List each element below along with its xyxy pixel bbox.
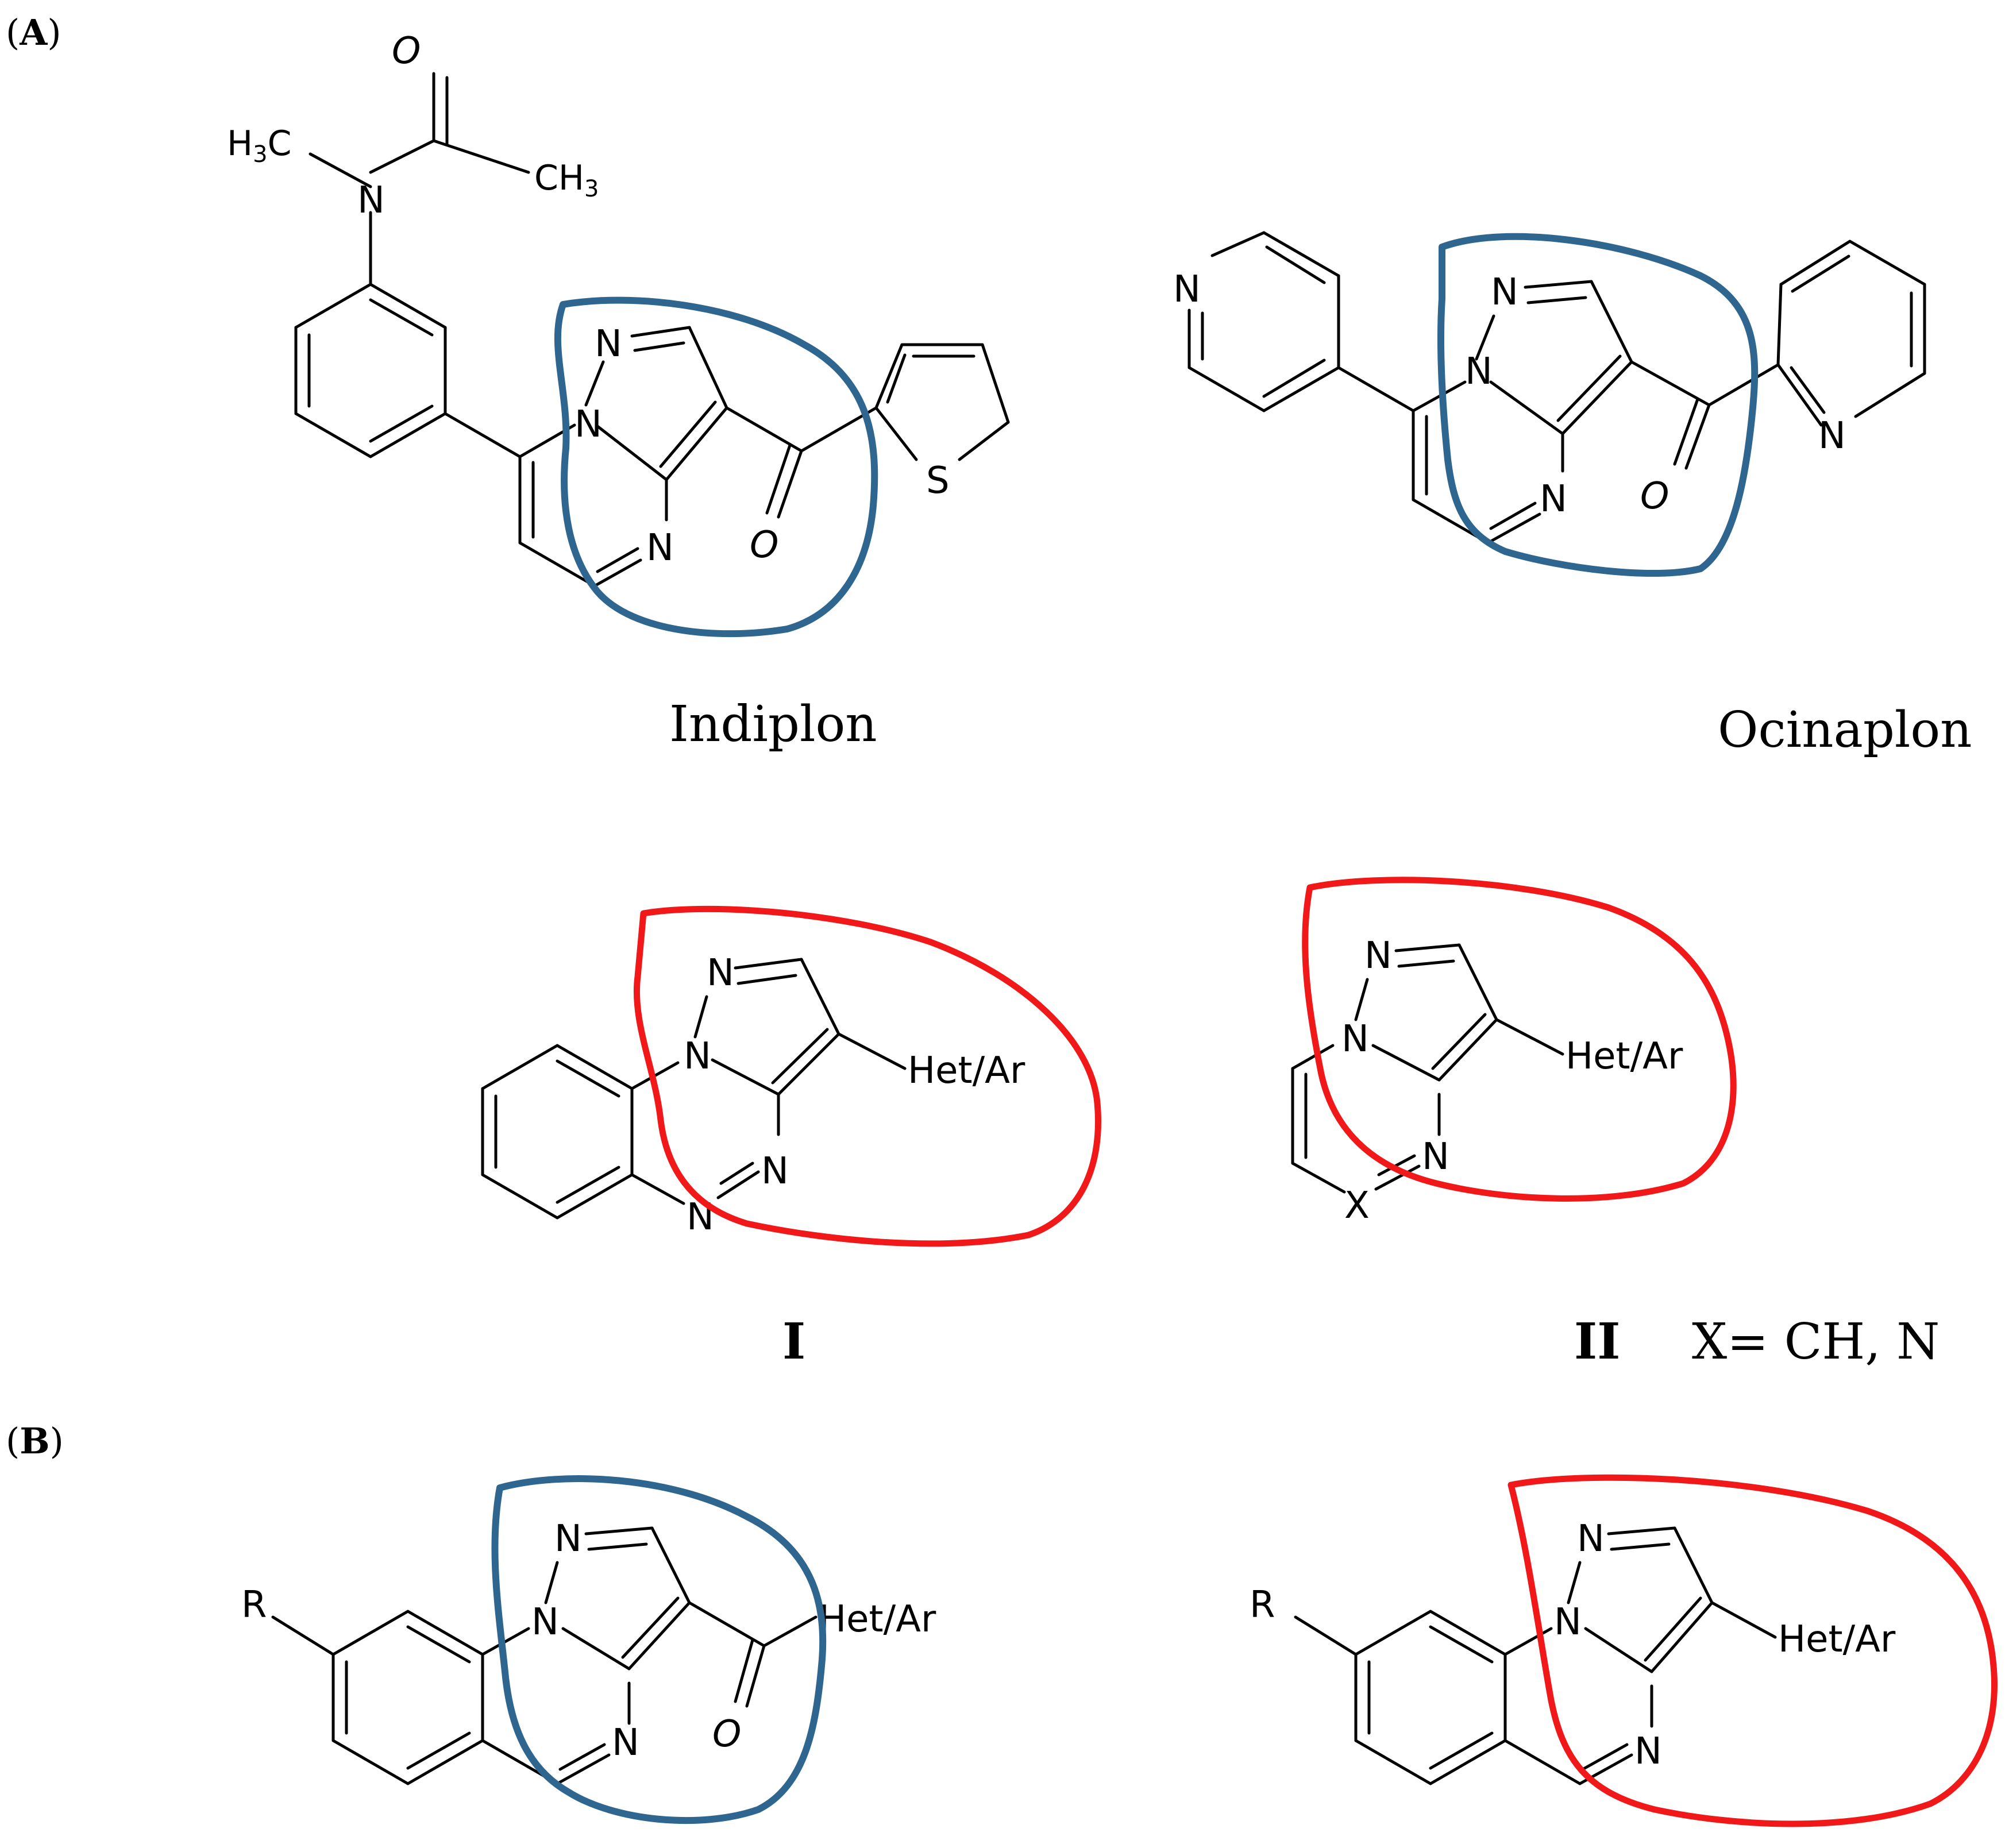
panel-a-label: (A) <box>6 11 61 53</box>
atom-o: O <box>712 1713 741 1756</box>
compound-name-ocinaplon: Ocinaplon <box>1718 701 1972 759</box>
atom-n: N <box>1173 268 1201 311</box>
atom-n: N <box>1554 1601 1582 1643</box>
panel-b-left-blue-highlight <box>491 1475 827 1824</box>
scaffold-ii-structure: N N N X Het/Ar <box>1291 877 1737 1227</box>
scaffold-ii-x-note: X= CH, N <box>1692 1313 1940 1371</box>
atom-n: N <box>646 527 674 569</box>
panel-b-left-structure: R N N N O Het/Ar <box>241 1475 936 1824</box>
panel-b-letter: B <box>20 1420 49 1462</box>
atom-n: N <box>531 1601 559 1643</box>
atom-n: N <box>684 1035 711 1078</box>
r-group-label: R <box>241 1584 267 1626</box>
atom-n: N <box>1577 1518 1605 1560</box>
scaffold-i-red-highlight <box>633 905 1101 1247</box>
indiplon-structure: O H3C CH3 N N N N O S <box>227 30 1010 638</box>
atom-ch3: CH3 <box>534 158 599 202</box>
atom-o: O <box>750 524 778 566</box>
ocinaplon-blue-highlight <box>1437 233 1759 577</box>
atom-n: N <box>554 1518 582 1560</box>
atom-n: N <box>1540 478 1567 520</box>
atom-x: X <box>1344 1185 1370 1227</box>
atom-o: O <box>392 30 421 72</box>
r-group-label: R <box>1250 1584 1275 1626</box>
het-ar-label: Het/Ar <box>1778 1618 1896 1661</box>
atom-n: N <box>1818 415 1846 457</box>
scaffold-ii-red-highlight <box>1302 877 1737 1202</box>
panel-a-letter: A <box>19 11 48 53</box>
panel-b-right-structure: R N N N Het/Ar <box>1250 1474 1998 1827</box>
atom-h3c: H3C <box>227 124 291 168</box>
scaffold-i-structure: N N N N Het/Ar <box>481 905 1101 1247</box>
atom-n: N <box>357 179 385 222</box>
scaffold-name-ii: II <box>1574 1313 1620 1371</box>
panel-b-right-red-highlight <box>1507 1474 1998 1827</box>
atom-n: N <box>761 1150 789 1193</box>
panel-b-label: (B) <box>6 1420 64 1462</box>
atom-n: N <box>1491 271 1518 314</box>
ocinaplon-structure: N N N N O N <box>1173 231 1926 577</box>
het-ar-label: Het/Ar <box>908 1050 1025 1092</box>
compound-name-indiplon: Indiplon <box>669 696 877 753</box>
atom-n: N <box>1422 1136 1449 1178</box>
atom-s: S <box>926 460 950 502</box>
atom-n: N <box>574 403 602 446</box>
atom-o: O <box>1640 475 1669 518</box>
het-ar-label: Het/Ar <box>1566 1035 1683 1078</box>
atom-n: N <box>1634 1730 1662 1773</box>
atom-n: N <box>707 952 734 994</box>
atom-n: N <box>612 1722 639 1764</box>
scaffold-name-i: I <box>782 1313 805 1371</box>
atom-n: N <box>595 323 622 365</box>
atom-n: N <box>1341 1018 1369 1060</box>
het-ar-label: Het/Ar <box>819 1598 936 1641</box>
atom-n: N <box>1465 350 1493 393</box>
atom-n: N <box>1364 935 1392 977</box>
indiplon-blue-highlight <box>554 296 878 638</box>
